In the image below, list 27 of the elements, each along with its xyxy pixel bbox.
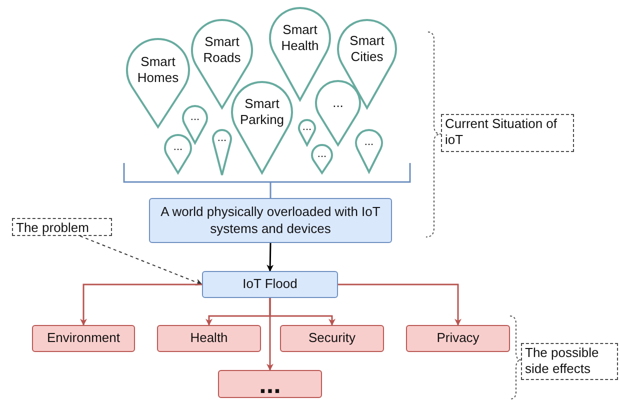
arrow xyxy=(80,284,202,326)
process-box: ... xyxy=(218,370,322,398)
pin-label: ... xyxy=(317,148,327,162)
pin-label: ... xyxy=(302,121,312,135)
process-box: A world physically overloaded with IoT systems and devices xyxy=(149,198,392,243)
pin-label: Smart Homes xyxy=(136,54,180,86)
pin-label: ... xyxy=(173,141,183,155)
arrow xyxy=(338,284,462,326)
arrow xyxy=(266,242,274,272)
pin-label: Smart Roads xyxy=(202,34,242,66)
pin-label: Smart Parking xyxy=(238,96,286,128)
annotation-note: The possible side effects xyxy=(521,343,618,380)
annotation-note: Current Situation of ioT xyxy=(441,114,574,152)
process-box: Health xyxy=(157,325,261,352)
pin-label: Smart Cities xyxy=(348,33,386,65)
pin-label: ... xyxy=(332,95,344,111)
process-box: Security xyxy=(280,325,384,352)
process-box: IoT Flood xyxy=(202,271,338,298)
annotation-note: The problem xyxy=(12,218,112,236)
arrow xyxy=(266,298,274,371)
arrow xyxy=(80,236,203,286)
pin-label: ... xyxy=(217,132,227,146)
pin-label: Smart Health xyxy=(280,22,320,54)
process-box: Privacy xyxy=(406,325,510,352)
process-box: Environment xyxy=(32,325,135,352)
pin-label: ... xyxy=(364,136,374,150)
pin-label: ... xyxy=(190,111,200,125)
